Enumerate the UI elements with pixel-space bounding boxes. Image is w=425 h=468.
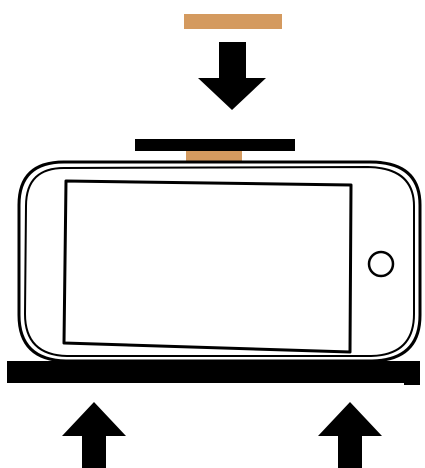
press-down-arrow-icon <box>198 42 266 110</box>
top-pressure-plate <box>135 139 295 151</box>
smartphone-body <box>17 160 422 363</box>
phone-screen <box>62 179 353 354</box>
press-up-arrow-left-icon <box>62 402 126 468</box>
adhesive-pad-strip <box>184 14 282 29</box>
bottom-support-plate <box>7 361 420 383</box>
press-up-arrow-right-icon <box>318 402 382 468</box>
home-button-icon <box>367 250 395 278</box>
adhesive-pad-in-place <box>186 151 242 163</box>
